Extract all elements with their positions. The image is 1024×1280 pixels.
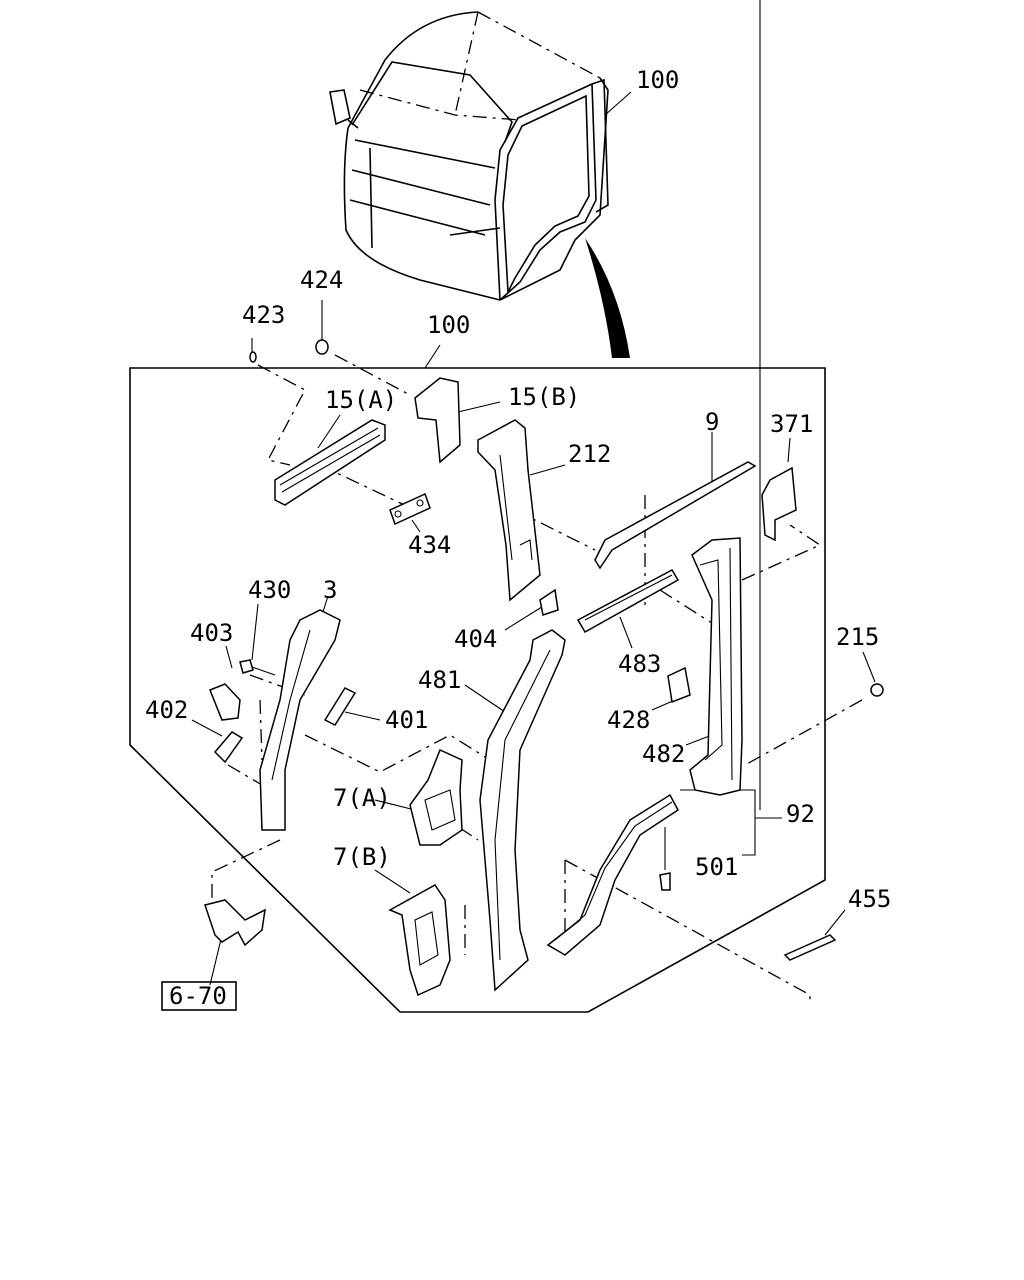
part-15b xyxy=(414,377,461,464)
label-100-frame: 100 xyxy=(427,311,470,339)
label-9: 9 xyxy=(705,408,719,436)
part-403 xyxy=(209,683,241,721)
label-212: 212 xyxy=(568,440,611,468)
callout-labels: 100 424 423 100 15(A) 15(B) 212 9 371 43… xyxy=(145,66,891,913)
label-428: 428 xyxy=(607,706,650,734)
label-482: 482 xyxy=(642,740,685,768)
part-3 xyxy=(259,609,341,831)
label-424: 424 xyxy=(300,266,343,294)
part-483 xyxy=(576,569,680,634)
label-402: 402 xyxy=(145,696,188,724)
label-483: 483 xyxy=(618,650,661,678)
pointer-arrow xyxy=(585,238,630,358)
part-482 xyxy=(689,537,743,796)
part-501 xyxy=(659,872,671,891)
part-401 xyxy=(323,687,357,726)
label-3: 3 xyxy=(323,576,337,604)
part-404 xyxy=(539,588,559,616)
cab-illustration xyxy=(329,11,630,358)
part-7a xyxy=(409,748,463,846)
part-424 xyxy=(315,339,329,355)
reference-label[interactable]: 6-70 xyxy=(169,982,227,1010)
part-430 xyxy=(239,659,254,674)
label-371: 371 xyxy=(770,410,813,438)
frame-outline xyxy=(129,367,826,1013)
leader-lines xyxy=(191,0,876,1000)
reference-box[interactable]: 6-70 xyxy=(161,981,237,1011)
part-215 xyxy=(870,683,884,697)
part-434 xyxy=(389,492,431,526)
label-481: 481 xyxy=(418,666,461,694)
parts xyxy=(204,339,884,997)
label-401: 401 xyxy=(385,706,428,734)
part-402 xyxy=(213,731,244,764)
label-15b: 15(B) xyxy=(508,383,580,411)
label-100-cab: 100 xyxy=(636,66,679,94)
part-ref-6-70 xyxy=(204,899,266,947)
part-212 xyxy=(477,419,541,602)
label-455: 455 xyxy=(848,885,891,913)
label-215: 215 xyxy=(836,623,879,651)
label-423: 423 xyxy=(242,301,285,329)
label-7b: 7(B) xyxy=(333,843,391,871)
label-403: 403 xyxy=(190,619,233,647)
label-7a: 7(A) xyxy=(333,784,391,812)
part-455 xyxy=(783,934,837,961)
label-404: 404 xyxy=(454,625,497,653)
part-7b xyxy=(388,884,451,997)
part-428 xyxy=(667,666,691,704)
label-434: 434 xyxy=(408,531,451,559)
label-430: 430 xyxy=(248,576,291,604)
part-423 xyxy=(249,351,257,363)
label-501: 501 xyxy=(695,853,738,881)
part-481 xyxy=(479,629,566,992)
part-15a xyxy=(274,419,386,506)
part-92 xyxy=(546,793,679,956)
label-15a: 15(A) xyxy=(325,386,397,414)
part-371 xyxy=(761,466,797,542)
part-9 xyxy=(594,461,757,570)
label-92: 92 xyxy=(786,800,815,828)
